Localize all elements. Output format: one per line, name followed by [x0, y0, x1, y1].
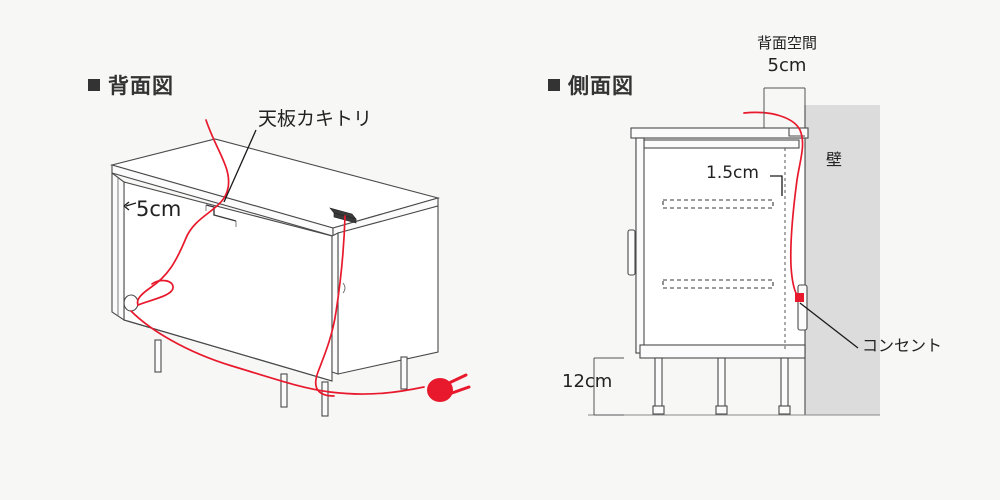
- top-cutout-label: 天板カキトリ: [258, 108, 373, 130]
- back-space-label: 背面空間 5cm: [742, 34, 832, 77]
- outlet-label: コンセント: [862, 336, 943, 355]
- shelf-gap-label: 1.5cm: [706, 163, 759, 183]
- side-view-header: 側面図: [548, 70, 634, 100]
- rear-view-panel: [0, 0, 500, 500]
- side-view-title: 側面図: [568, 74, 634, 98]
- back-space-title: 背面空間: [756, 34, 817, 52]
- rear-view-title: 背面図: [108, 74, 174, 98]
- leg-height-label: 12cm: [562, 371, 613, 392]
- square-bullet-icon: [548, 79, 560, 91]
- back-space-value: 5cm: [767, 54, 807, 76]
- square-bullet-icon: [88, 79, 100, 91]
- rear-view-header: 背面図: [88, 70, 174, 100]
- rear-gap-label: 5cm: [136, 197, 182, 221]
- wall-label: 壁: [826, 150, 843, 169]
